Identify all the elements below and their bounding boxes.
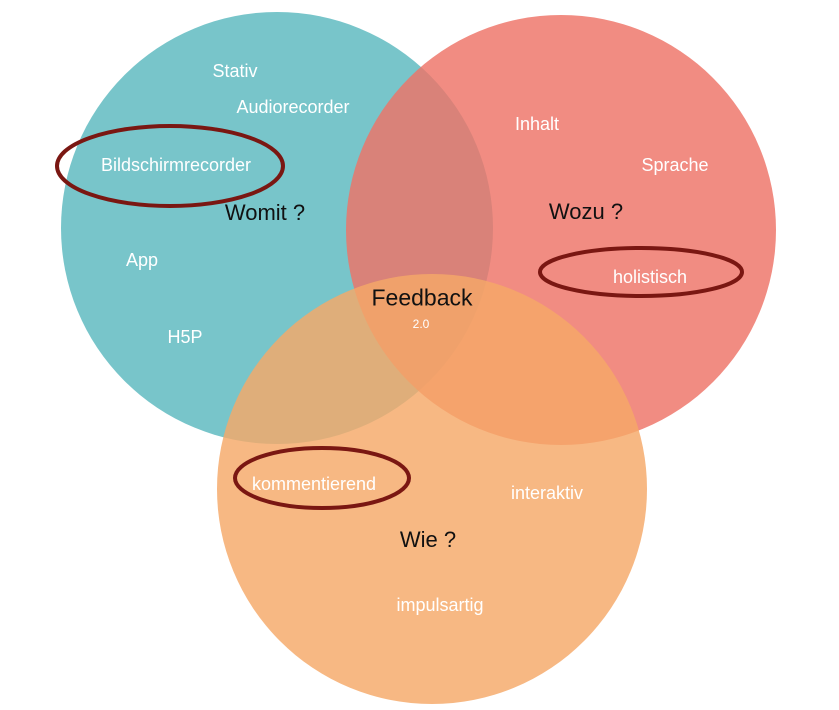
wie-heading: Wie ? (399, 527, 457, 552)
center-subtitle: 2.0 (412, 317, 430, 331)
item-stativ: Stativ (212, 61, 258, 81)
wozu-heading: Wozu ? (548, 199, 624, 224)
item-sprache: Sprache (641, 155, 709, 175)
item-kommentierend: kommentierend (251, 474, 377, 494)
item-bildschirmrecorder: Bildschirmrecorder (100, 155, 252, 175)
item-app: App (125, 250, 159, 270)
item-h5p: H5P (167, 327, 203, 347)
womit-heading: Womit ? (224, 200, 306, 225)
highlight-ring-kommentierend (233, 446, 411, 510)
item-inhalt: Inhalt (514, 114, 560, 134)
wie-circle (217, 274, 647, 704)
item-interaktiv: interaktiv (510, 483, 584, 503)
item-holistisch: holistisch (612, 267, 688, 287)
highlight-ring-bildschirmrecorder (55, 124, 285, 208)
center-title: Feedback (371, 284, 473, 311)
item-impulsartig: impulsartig (396, 595, 484, 615)
highlight-ring-holistisch (538, 246, 744, 298)
item-audiorecorder: Audiorecorder (236, 97, 350, 117)
